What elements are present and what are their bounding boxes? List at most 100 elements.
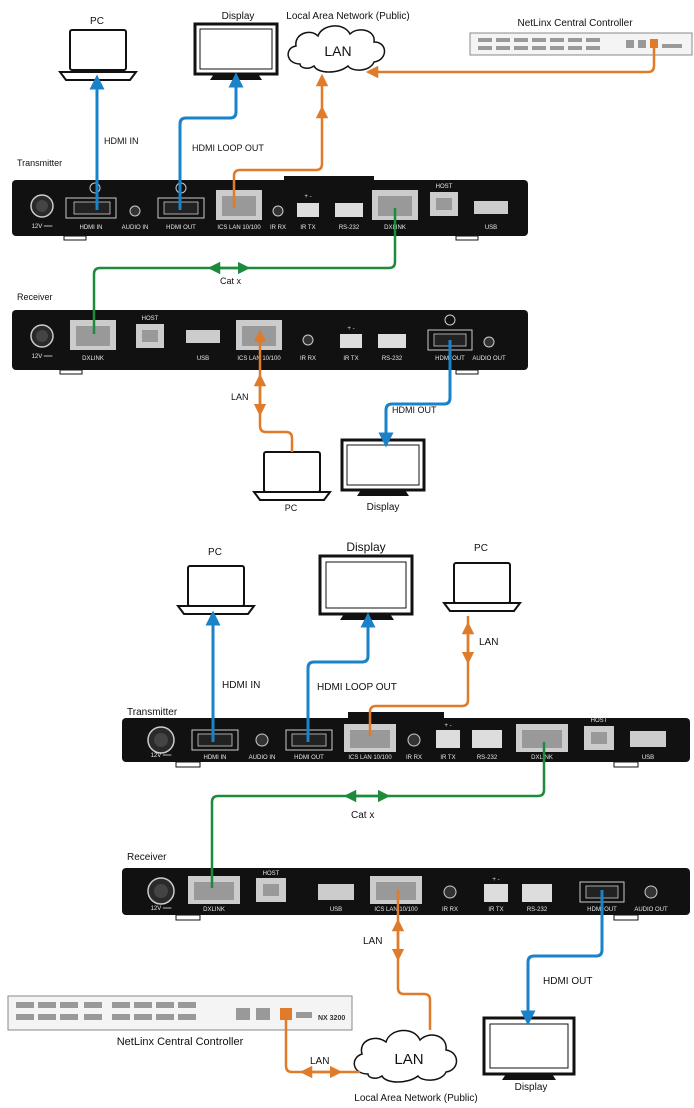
top-display-label: Display — [222, 11, 255, 22]
bottom-controller-lan-cable — [284, 1014, 360, 1074]
top-transmitter-label: Transmitter — [17, 158, 62, 168]
top-hdmi-out-cable — [378, 340, 452, 448]
top-lan-label: LAN — [231, 392, 249, 402]
bottom-hdmi-out-cable — [520, 890, 604, 1026]
bottom-pc-label: PC — [208, 547, 222, 558]
top-tx-port-ir-rx-label: IR RX — [270, 225, 286, 231]
top-pc-label: PC — [90, 16, 104, 27]
bottom-rx-port-ir-tx-label: IR TX — [488, 907, 503, 913]
bottom-tx-port-ir-tx-label: IR TX — [440, 755, 455, 761]
bottom-hdmi-out-label: HDMI OUT — [543, 976, 592, 987]
top-rx-port-host-label: HOST — [142, 316, 159, 322]
bottom-hdmi-loop-out-label: HDMI LOOP OUT — [317, 682, 397, 693]
bottom-pc2-label: PC — [474, 543, 488, 554]
bottom-display-label: Display — [346, 540, 385, 554]
bottom-controller-device: NX 3200 — [7, 995, 353, 1031]
top-tx-port-hdmi-out-label: HDMI OUT — [166, 225, 196, 231]
top-hdmi-loop-out-cable — [178, 72, 244, 210]
bottom-lan-cloud-label: LAN — [394, 1051, 423, 1068]
top-tx-port-audio-in-label: AUDIO IN — [122, 225, 149, 231]
bottom-display-icon — [318, 554, 414, 620]
top-tx-port-usb-label: USB — [485, 225, 497, 231]
bottom-tx-lan-cable — [368, 616, 470, 736]
bottom-tx-port-usb-label: USB — [642, 755, 654, 761]
bottom-rx-port-host-label: HOST — [263, 871, 280, 877]
top-display2-label: Display — [367, 502, 400, 513]
bottom-receiver-label: Receiver — [127, 852, 167, 863]
top-rx-port-audio-out-label: AUDIO OUT — [472, 356, 506, 362]
bottom-rx-port-dxlink-label: DXLINK — [203, 907, 225, 913]
bottom-display2-label: Display — [515, 1082, 548, 1093]
bottom-rx-port-ir-rx-label: IR RX — [442, 907, 458, 913]
bottom-receiver-device: 12V ══ DXLINK HOST USB ICS LAN 10/100 IR… — [122, 868, 690, 921]
bottom-pc-laptop-icon — [176, 565, 256, 615]
bottom-catx-label: Cat x — [351, 810, 374, 821]
bottom-hdmi-loop-out-cable — [306, 612, 376, 742]
top-lan-cloud-icon — [287, 25, 386, 73]
bottom-tx-port-host-label: HOST — [591, 718, 608, 724]
top-controller-device — [469, 32, 693, 56]
bottom-lan-network-label: Local Area Network (Public) — [354, 1093, 477, 1104]
bottom-tx-port-hdmi-in-label: HDMI IN — [204, 755, 227, 761]
bottom-rx-lan-cable — [396, 890, 432, 1030]
bottom-rx-port-audio-out-label: AUDIO OUT — [634, 907, 668, 913]
bottom-rx-port-power-label: 12V ══ — [151, 906, 173, 912]
top-pc-laptop-icon — [58, 29, 138, 81]
bottom-tx-port-audio-in-label: AUDIO IN — [249, 755, 276, 761]
bottom-catx-cable — [210, 742, 546, 888]
bottom-transmitter-device: 12V ══ HDMI IN AUDIO IN HDMI OUT ICS LAN… — [122, 712, 690, 768]
top-catx-label: Cat x — [220, 276, 242, 286]
top-hdmi-out-label: HDMI OUT — [392, 405, 437, 415]
bottom-tx-port-ics-lan-label: ICS LAN 10/100 — [348, 755, 392, 761]
bottom-hdmi-in-label: HDMI IN — [222, 680, 260, 691]
bottom-display2-icon — [482, 1016, 576, 1080]
bottom-tx-port-dxlink-label: DXLINK — [531, 755, 553, 761]
top-tx-port-ics-lan-label: ICS LAN 10/100 — [217, 225, 261, 231]
top-controller-lan-cable — [365, 46, 656, 79]
top-hdmi-in-label: HDMI IN — [104, 136, 139, 146]
top-rx-port-rs232-label: RS-232 — [382, 356, 403, 362]
top-rx-port-power-label: 12V ══ — [32, 354, 54, 360]
bottom-rx-port-ir-tx-polarity-label: + - — [492, 877, 499, 883]
bottom-rx-port-rs232-label: RS-232 — [527, 907, 548, 913]
bottom-rx-port-usb-label: USB — [330, 907, 342, 913]
bottom-tx-port-hdmi-out-label: HDMI OUT — [294, 755, 324, 761]
top-lan-network-label: Local Area Network (Public) — [286, 11, 409, 22]
top-rx-port-dxlink-label: DXLINK — [82, 356, 104, 362]
bottom-tx-port-ir-rx-label: IR RX — [406, 755, 422, 761]
top-tx-port-ir-tx-label: IR TX — [300, 225, 315, 231]
top-rx-port-ir-rx-label: IR RX — [300, 356, 316, 362]
top-receiver-label: Receiver — [17, 292, 53, 302]
top-tx-port-host-label: HOST — [436, 184, 453, 190]
bottom-controller-label: NetLinx Central Controller — [117, 1036, 244, 1048]
top-rx-lan-cable — [253, 329, 294, 452]
top-controller-label: NetLinx Central Controller — [517, 18, 633, 29]
bottom-diagram: PC Display PC Transmitter — [7, 540, 690, 1104]
top-tx-port-ir-tx-polarity-label: + - — [304, 194, 311, 200]
top-ics-lan-cable — [232, 105, 329, 208]
top-tx-port-power-label: 12V ══ — [32, 224, 54, 230]
top-rx-port-usb-label: USB — [197, 356, 209, 362]
bottom-tx-port-power-label: 12V ══ — [151, 753, 173, 759]
bottom-lan3-label: LAN — [310, 1056, 329, 1067]
top-pc2-label: PC — [285, 503, 298, 513]
bottom-controller-model: NX 3200 — [318, 1015, 345, 1022]
bottom-tx-port-ir-tx-polarity-label: + - — [444, 723, 451, 729]
bottom-lan-label: LAN — [479, 637, 498, 648]
top-display2-icon — [340, 438, 426, 496]
bottom-tx-port-rs232-label: RS-232 — [477, 755, 498, 761]
bottom-lan2-label: LAN — [363, 936, 382, 947]
top-diagram: PC Display LAN Local Area Network (Publi… — [12, 11, 693, 513]
top-receiver-device: 12V ══ DXLINK HOST USB ICS LAN 10/100 IR… — [12, 310, 528, 375]
top-tx-port-rs232-label: RS-232 — [339, 225, 360, 231]
top-transmitter-device: 12V ══ HDMI IN AUDIO IN HDMI OUT ICS LAN… — [12, 176, 528, 241]
top-tx-port-hdmi-in-label: HDMI IN — [80, 225, 103, 231]
bottom-transmitter-label: Transmitter — [127, 707, 178, 718]
bottom-lan-cloud-icon — [353, 1029, 458, 1083]
top-lan-cloud-label: LAN — [324, 43, 351, 59]
bottom-rx-port-ics-lan-label: ICS LAN 10/100 — [374, 907, 418, 913]
top-rx-port-ir-tx-label: IR TX — [343, 356, 358, 362]
top-display-icon — [193, 22, 279, 80]
top-hdmi-loop-out-label: HDMI LOOP OUT — [192, 143, 264, 153]
